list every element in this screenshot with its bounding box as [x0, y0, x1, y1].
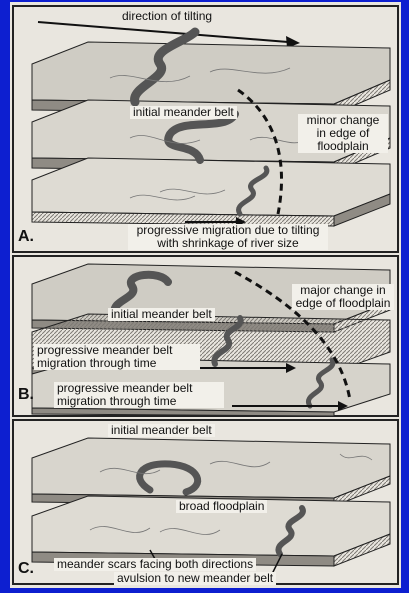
initial-meander-belt-label-c: initial meander belt — [108, 424, 215, 437]
major-change-label: major change in edge of floodplain — [292, 284, 394, 310]
meander-scars-label: meander scars facing both directions — [54, 558, 256, 571]
initial-meander-belt-label-b: initial meander belt — [108, 308, 215, 321]
broad-floodplain-label: broad floodplain — [176, 500, 267, 513]
panel-a-block-3 — [32, 158, 390, 226]
direction-of-tilting-label: direction of tilting — [122, 10, 212, 23]
panel-c-block-1 — [32, 438, 390, 506]
progressive-migration-tilting-label: progressive migration due to tilting wit… — [128, 224, 328, 250]
panel-c-letter: C. — [18, 562, 34, 575]
initial-meander-belt-label-a: initial meander belt — [130, 106, 237, 119]
minor-change-label: minor change in edge of floodplain — [298, 114, 388, 153]
progressive-migration-label-2: progressive meander belt migration throu… — [54, 382, 224, 408]
figure-frame: direction of tilting initial meander bel… — [10, 2, 401, 588]
avulsion-label: avulsion to new meander belt — [114, 572, 276, 585]
panel-a-letter: A. — [18, 230, 34, 243]
progressive-migration-label-1: progressive meander belt migration throu… — [34, 344, 200, 370]
panel-b-letter: B. — [18, 388, 34, 401]
